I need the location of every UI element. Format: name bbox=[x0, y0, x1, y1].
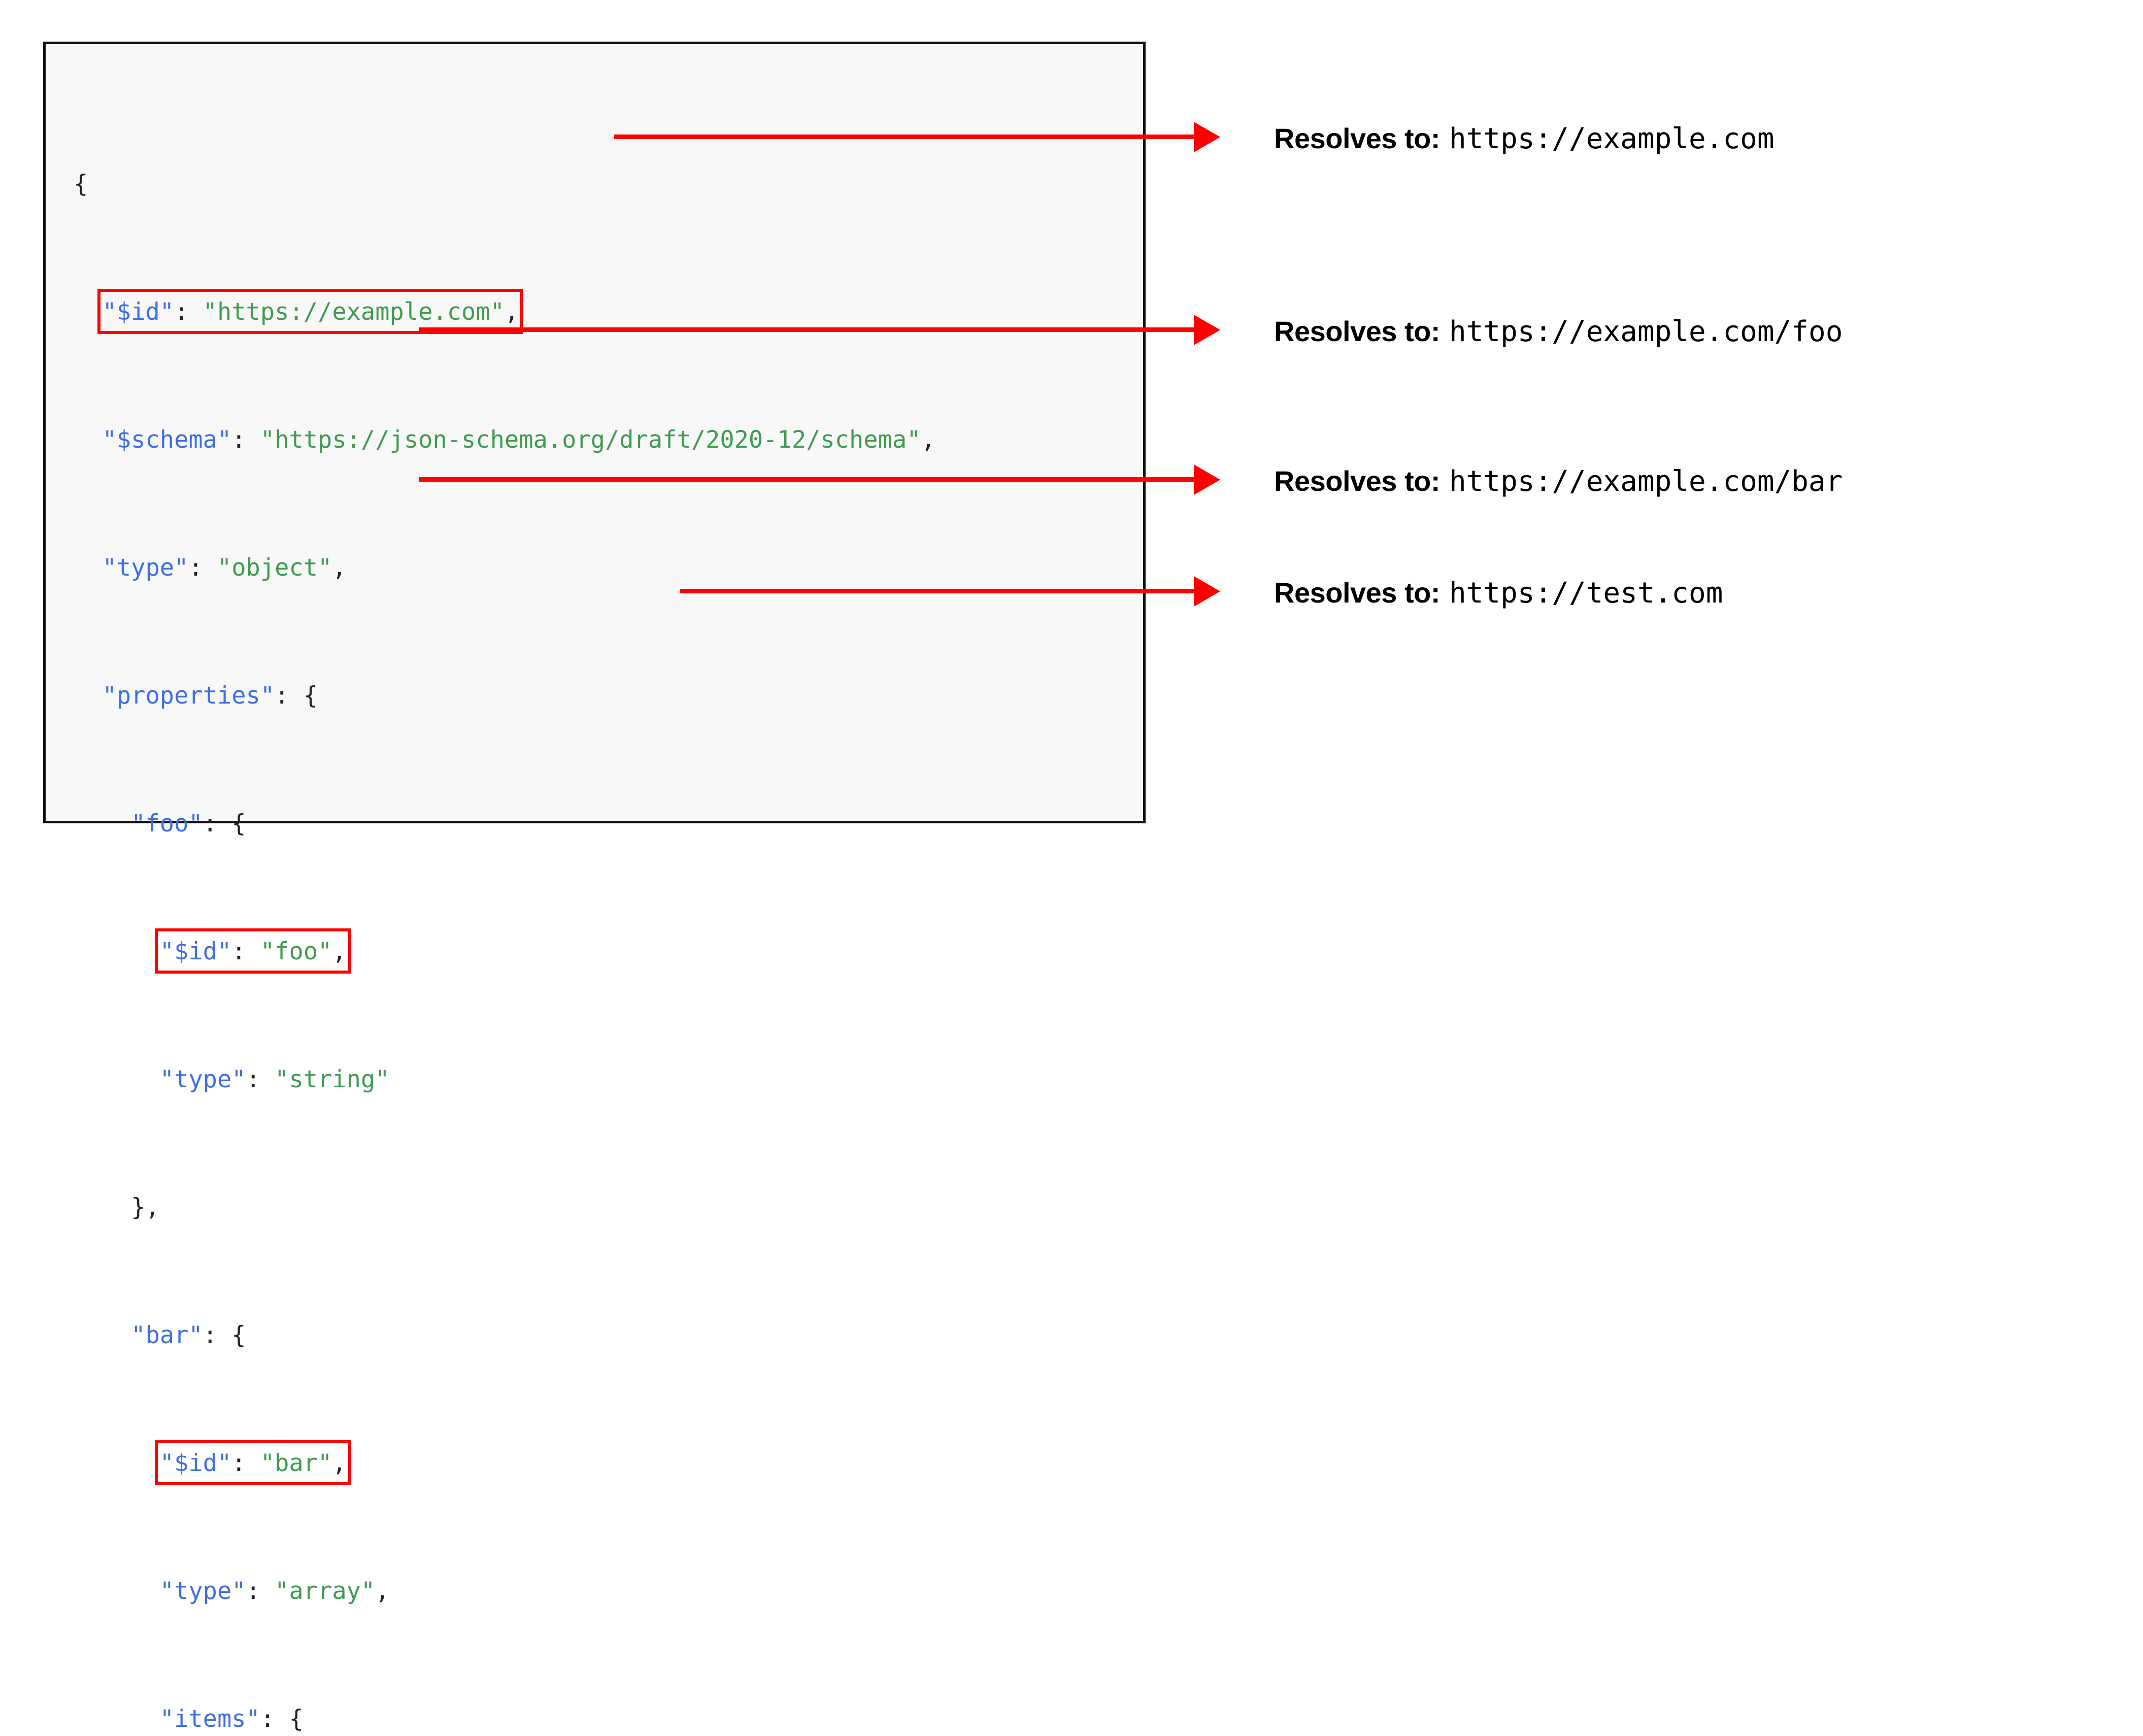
code-line-text: { bbox=[74, 170, 88, 198]
key-separator: : bbox=[203, 1321, 232, 1349]
code-line: "type": "string" bbox=[74, 1063, 935, 1095]
resolve-row-2: Resolves to: https://example.com/foo bbox=[1274, 315, 1843, 348]
indent bbox=[74, 554, 103, 582]
annotation-arrow-line-3 bbox=[419, 477, 1197, 482]
key-separator: : bbox=[246, 1577, 275, 1605]
indent bbox=[74, 1065, 160, 1093]
annotation-arrow-line-2 bbox=[419, 327, 1197, 332]
resolve-row-1: Resolves to: https://example.com bbox=[1274, 122, 1774, 155]
line-trail: , bbox=[332, 554, 347, 582]
code-lines-container: { "$id": "https://example.com", "$schema… bbox=[74, 72, 935, 1736]
indent bbox=[74, 1577, 160, 1605]
json-key: "$id" bbox=[159, 1449, 232, 1477]
json-key: "$id" bbox=[159, 938, 232, 965]
code-line: "type": "array", bbox=[74, 1575, 935, 1607]
resolves-to-label: Resolves to: bbox=[1274, 465, 1441, 497]
code-line: "type": "object", bbox=[74, 552, 935, 584]
key-separator: : bbox=[231, 1449, 260, 1477]
highlight-box-id-foo: "$id": "foo", bbox=[154, 928, 351, 974]
annotation-arrow-line-1 bbox=[614, 135, 1197, 139]
json-value: "https://example.com" bbox=[203, 298, 505, 326]
highlight-box-id-root: "$id": "https://example.com", bbox=[97, 289, 523, 334]
json-value: "bar" bbox=[260, 1449, 332, 1477]
json-value: "object" bbox=[217, 554, 332, 582]
line-trail: , bbox=[332, 938, 347, 965]
json-key: "type" bbox=[159, 1065, 246, 1093]
indent bbox=[74, 1449, 160, 1477]
code-line: "items": { bbox=[74, 1703, 935, 1735]
json-value: "https://json-schema.org/draft/2020-12/s… bbox=[260, 426, 921, 454]
key-separator: : bbox=[174, 298, 203, 326]
indent bbox=[74, 1321, 131, 1349]
key-separator: : bbox=[246, 1065, 275, 1093]
key-separator: : bbox=[275, 682, 304, 710]
code-line: "$schema": "https://json-schema.org/draf… bbox=[74, 424, 935, 456]
indent bbox=[74, 1193, 131, 1221]
indent bbox=[74, 682, 103, 710]
indent bbox=[74, 298, 103, 326]
resolves-to-label: Resolves to: bbox=[1274, 577, 1441, 609]
key-separator: : bbox=[231, 426, 260, 454]
json-schema-code-block: { "$id": "https://example.com", "$schema… bbox=[43, 42, 1146, 1733]
line-trail: , bbox=[332, 1449, 347, 1477]
resolved-url-value: https://example.com/foo bbox=[1449, 315, 1843, 348]
json-key: "$schema" bbox=[102, 426, 232, 454]
code-line: { bbox=[74, 168, 935, 200]
annotation-arrow-line-4 bbox=[680, 589, 1197, 593]
indent bbox=[74, 810, 131, 838]
line-trail: { bbox=[231, 1321, 246, 1349]
annotation-arrow-head-4 bbox=[1194, 576, 1220, 607]
annotation-arrow-head-3 bbox=[1194, 464, 1220, 495]
json-key: "foo" bbox=[131, 810, 203, 838]
json-key: "type" bbox=[159, 1577, 246, 1605]
annotation-arrow-head-2 bbox=[1194, 315, 1220, 345]
line-trail: , bbox=[921, 426, 935, 454]
json-value: "foo" bbox=[260, 938, 332, 965]
indent bbox=[74, 426, 103, 454]
code-line: "bar": { bbox=[74, 1319, 935, 1351]
json-value: "array" bbox=[275, 1577, 376, 1605]
line-trail: { bbox=[231, 810, 246, 838]
code-line: "properties": { bbox=[74, 680, 935, 712]
indent bbox=[74, 1705, 160, 1733]
json-key: "type" bbox=[102, 554, 189, 582]
line-trail: , bbox=[504, 298, 519, 326]
json-key: "items" bbox=[159, 1705, 260, 1733]
resolved-url-value: https://example.com bbox=[1449, 122, 1774, 155]
resolved-url-value: https://test.com bbox=[1449, 577, 1723, 610]
json-key: "bar" bbox=[131, 1321, 203, 1349]
json-key: "$id" bbox=[102, 298, 175, 326]
code-line-highlighted: "$id": "foo", bbox=[74, 928, 935, 974]
code-line: }, bbox=[74, 1191, 935, 1223]
code-line-text: }, bbox=[131, 1193, 160, 1221]
key-separator: : bbox=[203, 810, 232, 838]
line-trail: , bbox=[375, 1577, 390, 1605]
json-key: "properties" bbox=[102, 682, 275, 710]
resolve-row-4: Resolves to: https://test.com bbox=[1274, 576, 1723, 610]
indent bbox=[74, 938, 160, 965]
highlight-box-id-bar: "$id": "bar", bbox=[154, 1440, 351, 1485]
resolves-to-label: Resolves to: bbox=[1274, 315, 1441, 347]
resolve-row-3: Resolves to: https://example.com/bar bbox=[1274, 464, 1843, 498]
key-separator: : bbox=[260, 1705, 289, 1733]
code-line: "foo": { bbox=[74, 808, 935, 840]
resolves-to-label: Resolves to: bbox=[1274, 122, 1441, 154]
json-value: "string" bbox=[275, 1065, 390, 1093]
resolved-url-value: https://example.com/bar bbox=[1449, 465, 1843, 498]
line-trail: { bbox=[303, 682, 318, 710]
key-separator: : bbox=[231, 938, 260, 965]
line-trail: { bbox=[289, 1705, 304, 1733]
code-line-highlighted: "$id": "bar", bbox=[74, 1440, 935, 1485]
code-line-highlighted: "$id": "https://example.com", bbox=[74, 289, 935, 334]
annotation-arrow-head-1 bbox=[1194, 122, 1220, 152]
key-separator: : bbox=[188, 554, 217, 582]
